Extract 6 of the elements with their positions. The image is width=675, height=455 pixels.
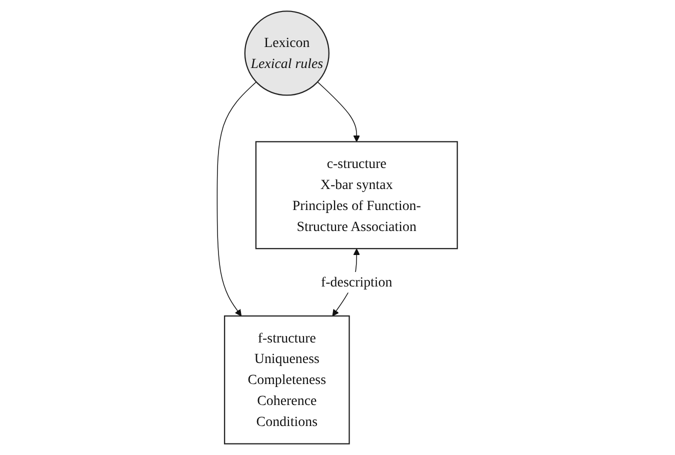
node-box: c-structure X-bar syntax Principles of Function-Structure Association (256, 141, 458, 250)
arrow (217, 82, 257, 316)
arrow (317, 82, 360, 142)
edge-label: f-description (321, 274, 392, 290)
node-box: f-structure Uniqueness Completeness Coherence Conditions (224, 315, 350, 444)
node-circle: Lexicon Lexical rules (244, 10, 330, 96)
